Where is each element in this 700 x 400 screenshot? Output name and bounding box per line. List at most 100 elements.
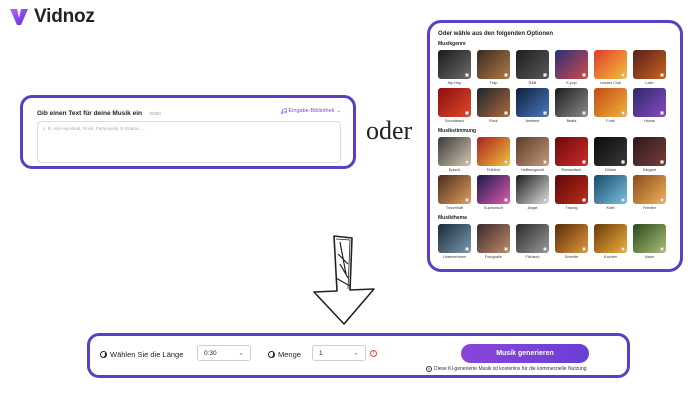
option-label: Elegant (643, 168, 656, 172)
amount-select[interactable]: 1 ⌄ (312, 345, 366, 361)
amount-label: Menge (278, 350, 301, 359)
option-tile[interactable]: Soundtrack (438, 88, 471, 124)
option-label: Natur (644, 255, 655, 259)
option-tile[interactable]: Hip Hop (438, 50, 471, 86)
option-tile[interactable]: Angst (516, 175, 549, 211)
select-radio-icon (543, 111, 547, 115)
option-thumbnail (633, 50, 666, 79)
generate-music-button[interactable]: Musik generieren (461, 344, 589, 363)
select-radio-icon (660, 247, 664, 251)
char-counter: 0/500 (149, 111, 161, 116)
select-radio-icon (582, 73, 586, 77)
option-thumbnail (477, 224, 510, 253)
option-thumbnail (516, 88, 549, 117)
select-radio-icon (465, 160, 469, 164)
option-tile[interactable]: Kraft (594, 175, 627, 211)
amount-icon (268, 351, 275, 358)
clock-icon (100, 351, 107, 358)
select-radio-icon (621, 111, 625, 115)
select-radio-icon (543, 160, 547, 164)
option-label: K-pop (566, 81, 577, 85)
prompt-header: Gib einen Text für deine Musik ein 0/500… (37, 105, 341, 117)
option-thumbnail (438, 224, 471, 253)
option-label: Angst (527, 206, 538, 210)
option-tile[interactable]: Unternehmen (438, 224, 471, 260)
music-prompt-textarea[interactable]: z. B. Hip-Hop-Beat, Rock, Partymusik, E-… (37, 121, 341, 163)
option-thumbnail (594, 50, 627, 79)
option-thumbnail (633, 175, 666, 204)
logo-text: Vidnoz (34, 6, 95, 27)
option-thumbnail (477, 137, 510, 166)
select-radio-icon (504, 160, 508, 164)
option-thumbnail (516, 175, 549, 204)
option-tile[interactable]: Lenses Club (594, 50, 627, 86)
option-tile[interactable]: House (633, 88, 666, 124)
option-thumbnail (633, 137, 666, 166)
amount-field-label: Menge (268, 350, 301, 359)
option-label: Soundtrack (444, 119, 465, 123)
option-tile[interactable]: Schnitte (555, 224, 588, 260)
option-label: Funk (606, 119, 615, 123)
select-radio-icon (660, 160, 664, 164)
select-radio-icon (465, 111, 469, 115)
option-tile[interactable]: R&B (516, 50, 549, 86)
option-tile[interactable]: Düster (594, 137, 627, 173)
option-label: Schnitte (564, 255, 579, 259)
info-icon[interactable]: ! (370, 350, 377, 357)
option-thumbnail (555, 175, 588, 204)
option-tile[interactable]: Rock (477, 88, 510, 124)
option-label: Hoffnungsvoll (521, 168, 544, 172)
option-tile[interactable]: Trap (477, 50, 510, 86)
option-label: Traumhaft (445, 206, 464, 210)
option-tile[interactable]: Kochen (594, 224, 627, 260)
oder-separator: oder (366, 116, 413, 145)
chevron-down-icon: ⌄ (238, 350, 244, 356)
select-radio-icon (504, 73, 508, 77)
option-tile[interactable]: Romantisch (555, 137, 588, 173)
option-thumbnail (633, 88, 666, 117)
option-label: Kraft (606, 206, 615, 210)
select-radio-icon (465, 247, 469, 251)
option-tile[interactable]: Fröhlich (477, 137, 510, 173)
option-thumbnail (555, 224, 588, 253)
length-label: Wählen Sie die Länge (110, 350, 184, 359)
vidnoz-logo[interactable]: Vidnoz (8, 6, 95, 28)
option-tile[interactable]: Filmisch (516, 224, 549, 260)
option-tile[interactable]: Natur (633, 224, 666, 260)
option-tile[interactable]: Funk (594, 88, 627, 124)
option-tile[interactable]: Latin (633, 50, 666, 86)
option-tile[interactable]: Fotografie (477, 224, 510, 260)
option-thumbnail (555, 50, 588, 79)
option-tile[interactable]: Ambient (516, 88, 549, 124)
option-tile[interactable]: Frieden (633, 175, 666, 211)
option-label: Latin (645, 81, 654, 85)
option-tile[interactable]: Euphorisch (477, 175, 510, 211)
chevron-down-icon: ⌄ (353, 350, 359, 356)
select-radio-icon (543, 198, 547, 202)
select-radio-icon (543, 73, 547, 77)
select-radio-icon (504, 111, 508, 115)
input-library-button[interactable]: Eingabe-Bibliothek ⌄ (280, 108, 341, 114)
option-thumbnail (438, 88, 471, 117)
options-panel: Oder wähle aus den folgenden Optionen Mu… (427, 20, 683, 272)
option-thumbnail (477, 175, 510, 204)
option-tile[interactable]: Hoffnungsvoll (516, 137, 549, 173)
input-library-label: Eingabe-Bibliothek (288, 108, 335, 114)
section-label: Musikstimmung (438, 128, 477, 134)
option-label: Euphorisch (484, 206, 503, 210)
option-tile[interactable]: Traumhaft (438, 175, 471, 211)
option-thumbnail (594, 88, 627, 117)
option-tile[interactable]: Elegant (633, 137, 666, 173)
option-tile[interactable]: Beats (555, 88, 588, 124)
option-thumbnail (516, 137, 549, 166)
select-radio-icon (504, 247, 508, 251)
option-thumbnail (438, 175, 471, 204)
chevron-down-icon: ⌄ (336, 108, 341, 114)
option-label: Ambient (525, 119, 540, 123)
option-tile[interactable]: Traurig (555, 175, 588, 211)
option-tile[interactable]: K-pop (555, 50, 588, 86)
length-select[interactable]: 0:30 ⌄ (197, 345, 251, 361)
option-thumbnail (438, 50, 471, 79)
option-tile[interactable]: Episch (438, 137, 471, 173)
